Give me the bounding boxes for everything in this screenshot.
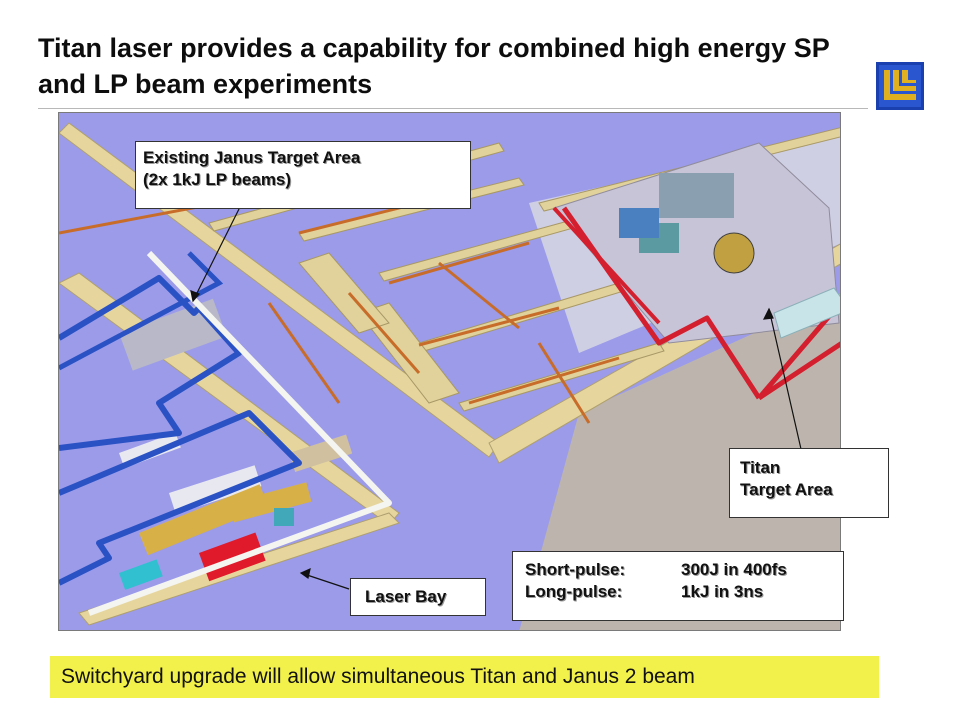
- spec-label: Short-pulse:: [525, 560, 626, 579]
- title-divider: [38, 108, 868, 109]
- spec-value: 300J in 400fs: [681, 560, 787, 579]
- laser-bay-callout: Laser Bay: [350, 578, 486, 616]
- titan-callout-line2: Target Area: [740, 480, 833, 499]
- llnl-logo-icon: [876, 62, 924, 110]
- spec-row-short-pulse: Short-pulse: 300J in 400fs: [525, 559, 843, 581]
- titan-callout-line1: Titan: [740, 458, 781, 477]
- janus-target-area-callout: Existing Janus Target Area (2x 1kJ LP be…: [135, 141, 471, 209]
- titan-target-area-callout: Titan Target Area: [729, 448, 889, 518]
- spec-row-long-pulse: Long-pulse: 1kJ in 3ns: [525, 581, 843, 603]
- pulse-specs-box: Short-pulse: 300J in 400fs Long-pulse: 1…: [512, 551, 844, 621]
- janus-callout-line2: (2x 1kJ LP beams): [143, 170, 292, 189]
- footer-note: Switchyard upgrade will allow simultaneo…: [50, 656, 879, 698]
- janus-callout-line1: Existing Janus Target Area: [143, 148, 361, 167]
- spec-label: Long-pulse:: [525, 582, 623, 601]
- spec-value: 1kJ in 3ns: [681, 582, 764, 601]
- slide-title: Titan laser provides a capability for co…: [38, 33, 830, 99]
